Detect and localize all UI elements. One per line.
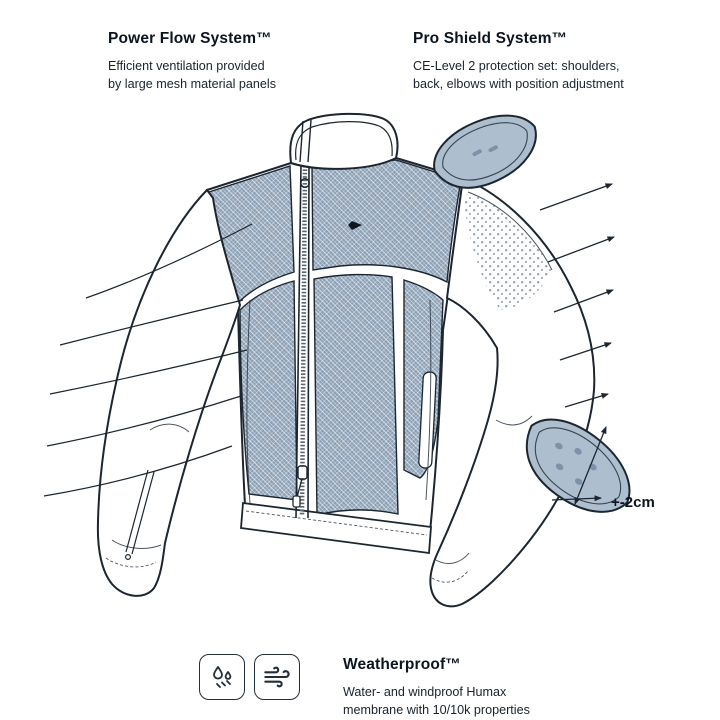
brand-logo: [348, 221, 362, 230]
shoulder-protector-zone: [464, 192, 552, 310]
weatherproof-desc-line2: membrane with 10/10k properties: [343, 703, 530, 717]
weatherproof-desc-line1: Water- and windproof Humax: [343, 685, 507, 699]
zipper-pull-ring: [300, 178, 310, 188]
cuff-zipper: [125, 469, 155, 555]
power-flow-desc-line1: Efficient ventilation provided: [108, 59, 265, 73]
front-zipper: [292, 163, 310, 519]
power-flow-title: Power Flow System™: [108, 30, 272, 47]
pro-shield-desc-line1: CE-Level 2 protection set: shoulders,: [413, 59, 620, 73]
elbow-adjustment-label: +-2cm: [611, 494, 655, 511]
water-drops-icon: [199, 654, 245, 700]
pro-shield-section: Pro Shield System™ CE-Level 2 protection…: [413, 30, 663, 93]
weatherproof-section: Weatherproof™ Water- and windproof Humax…: [343, 656, 603, 719]
mesh-leader-lines: [43, 223, 253, 497]
protector-arrows: [539, 183, 615, 505]
right-sleeve: [429, 176, 596, 608]
zipper-slider: [297, 465, 308, 480]
shoulder-pad: [433, 114, 537, 189]
weatherproof-title: Weatherproof™: [343, 656, 461, 673]
weatherproof-icons: [199, 654, 300, 700]
mesh-panel-chest-right: [311, 159, 462, 284]
power-flow-section: Power Flow System™ Efficient ventilation…: [108, 30, 328, 93]
pocket-slot: [418, 371, 437, 469]
left-sleeve: [96, 188, 242, 597]
pro-shield-desc-line2: back, elbows with position adjustment: [413, 77, 624, 91]
wind-icon: [254, 654, 300, 700]
collar: [289, 112, 399, 170]
adjustment-range-arrow: [574, 426, 607, 505]
mesh-panel-lower-right: [313, 273, 399, 516]
hem-band: [240, 501, 432, 555]
power-flow-desc-line2: by large mesh material panels: [108, 77, 276, 91]
jacket-torso: [202, 156, 465, 555]
pro-shield-title: Pro Shield System™: [413, 30, 568, 47]
mesh-panel-lower-left: [239, 280, 298, 501]
